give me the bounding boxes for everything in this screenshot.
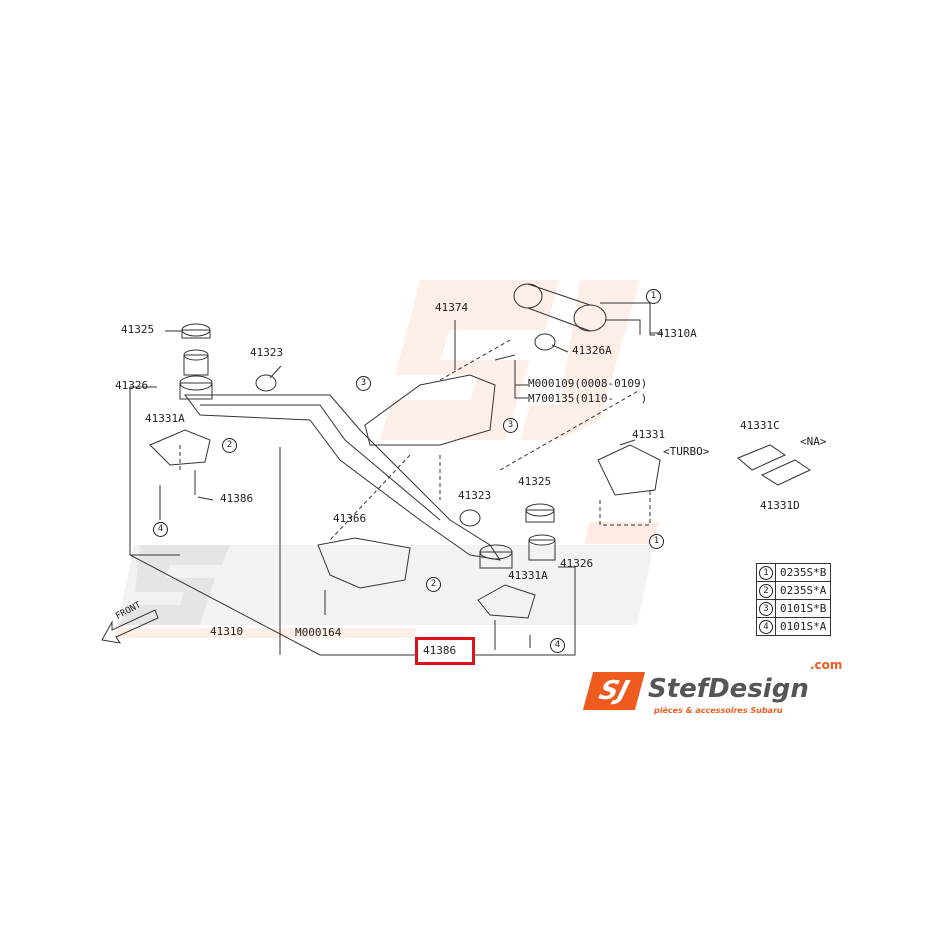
label-41386-highlighted[interactable]: 41386 bbox=[423, 644, 457, 657]
bracket-41331A-right bbox=[477, 584, 536, 619]
label-41366: 41366 bbox=[333, 512, 367, 525]
watermark-name bbox=[117, 545, 655, 625]
logo-tagline: pièces & accessoires Subaru bbox=[654, 706, 783, 715]
label-41331A-left: 41331A bbox=[145, 412, 185, 425]
bracket-41374 bbox=[364, 374, 496, 446]
label-41374: 41374 bbox=[435, 301, 469, 314]
legend-num: 2 bbox=[759, 584, 773, 598]
bracket-41331 bbox=[597, 444, 661, 496]
label-41323-mid: 41323 bbox=[458, 489, 492, 502]
label-41331: 41331 bbox=[632, 428, 666, 441]
legend-num: 4 bbox=[759, 620, 773, 634]
label-m000164: M000164 bbox=[295, 626, 342, 639]
front-arrow-icon bbox=[101, 609, 159, 644]
label-41325-right: 41325 bbox=[518, 475, 552, 488]
legend-code: 0101S*B bbox=[774, 599, 832, 618]
bracket-41331D bbox=[760, 459, 812, 486]
callout-2: 2 bbox=[222, 438, 237, 453]
highlight-box bbox=[415, 637, 475, 665]
label-na: <NA> bbox=[800, 435, 827, 448]
legend-code: 0235S*A bbox=[774, 581, 832, 600]
bracket-41331A-left bbox=[149, 429, 211, 466]
logo-sj-mark: SJ bbox=[582, 672, 646, 710]
label-m000109: M000109(0008-0109) bbox=[528, 377, 648, 390]
legend-num: 3 bbox=[759, 602, 773, 616]
bracket-41331C bbox=[737, 444, 787, 471]
callout-3: 3 bbox=[503, 418, 518, 433]
callout-2: 2 bbox=[426, 577, 441, 592]
logo-name: StefDesign bbox=[648, 674, 809, 704]
label-41326-right: 41326 bbox=[560, 557, 594, 570]
label-41310: 41310 bbox=[210, 625, 244, 638]
label-m700135: M700135(0110- ) bbox=[528, 392, 648, 405]
label-41325-left: 41325 bbox=[121, 323, 155, 336]
label-41331A-right: 41331A bbox=[508, 569, 548, 582]
watermark-tagline bbox=[114, 628, 417, 638]
callout-3: 3 bbox=[356, 376, 371, 391]
callout-1: 1 bbox=[649, 534, 664, 549]
label-41323-left: 41323 bbox=[250, 346, 284, 359]
label-turbo: <TURBO> bbox=[663, 445, 710, 458]
bracket-41366 bbox=[317, 537, 411, 589]
label-41310A: 41310A bbox=[657, 327, 697, 340]
stefdesign-logo: SJ .com StefDesign pièces & accessoires … bbox=[582, 658, 848, 722]
legend-num: 1 bbox=[759, 566, 773, 580]
label-41326A: 41326A bbox=[572, 344, 612, 357]
callout-1: 1 bbox=[646, 289, 661, 304]
callout-4: 4 bbox=[153, 522, 168, 537]
callout-4: 4 bbox=[550, 638, 565, 653]
legend-code: 0235S*B bbox=[774, 563, 832, 582]
label-41331C: 41331C bbox=[740, 419, 780, 432]
crossmember-41310 bbox=[184, 394, 502, 561]
logo-com: .com bbox=[810, 658, 843, 672]
label-41386-left: 41386 bbox=[220, 492, 254, 505]
label-41326-left: 41326 bbox=[115, 379, 149, 392]
legend-code: 0101S*A bbox=[774, 617, 832, 636]
watermark-com bbox=[584, 522, 660, 544]
label-41331D: 41331D bbox=[760, 499, 800, 512]
